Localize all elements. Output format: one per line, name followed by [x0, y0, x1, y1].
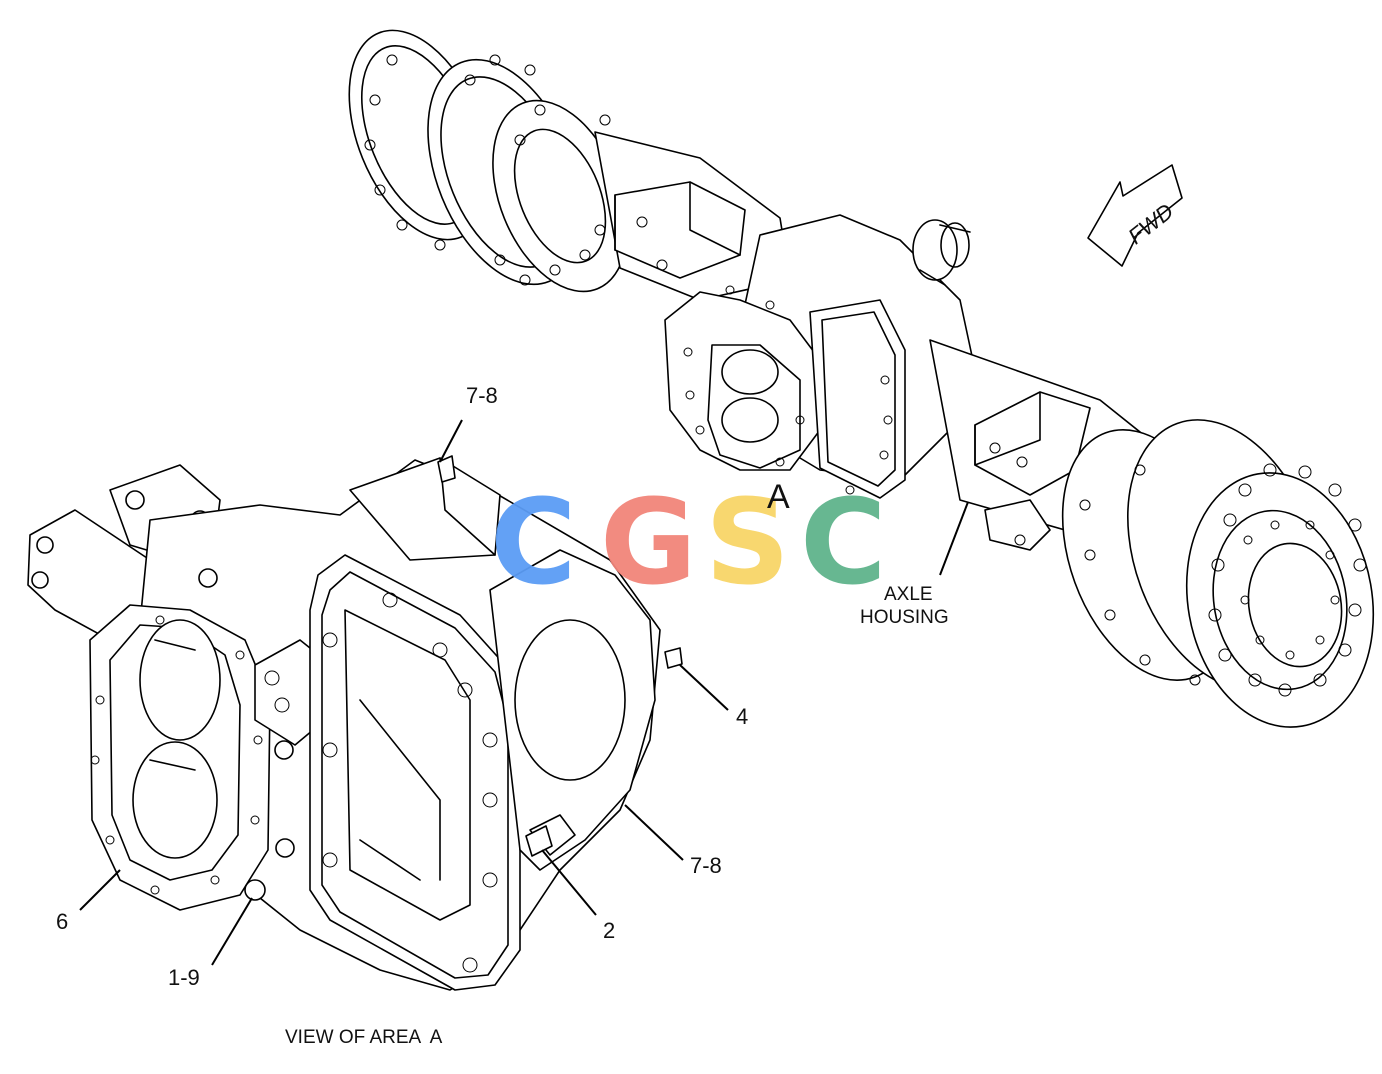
axle-housing-label-line2: HOUSING [860, 607, 949, 628]
view-marker-a: A [767, 478, 790, 516]
callout-7-8: 7-8 [690, 853, 722, 878]
watermark-letter-2: G [600, 473, 697, 611]
right-wheel-end [1061, 419, 1375, 728]
watermark-letter-3: S [705, 473, 790, 611]
watermark-letter-1: C [490, 473, 577, 611]
callout-4: 4 [736, 704, 748, 729]
callout-2: 2 [603, 918, 615, 943]
differential-housing-detail [27, 419, 729, 991]
view-caption: VIEW OF AREA A [285, 1027, 443, 1048]
watermark-letter-4: C [800, 473, 887, 611]
axle-assembly-drawing [348, 29, 1375, 728]
callout-7-8-top: 7-8 [466, 383, 498, 408]
watermark: C G S C [490, 473, 887, 611]
axle-housing-label-line1: AXLE [884, 584, 933, 605]
fwd-arrow: FWD [1087, 164, 1183, 267]
left-wheel-end [348, 29, 631, 293]
callout-1-9: 1-9 [168, 965, 200, 990]
callout-6: 6 [56, 909, 68, 934]
